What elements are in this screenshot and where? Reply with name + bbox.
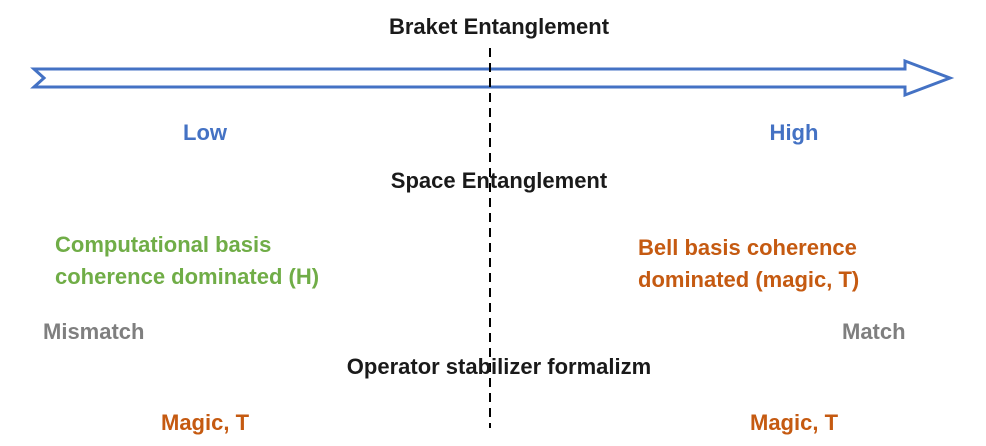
operator-stabilizer-heading: Operator stabilizer formalizm xyxy=(346,354,652,379)
match-label: Match xyxy=(842,319,906,344)
mismatch-label: Mismatch xyxy=(43,319,145,344)
space-entanglement-heading: Space Entanglement xyxy=(390,168,608,193)
low-to-high-arrow xyxy=(30,58,955,98)
computational-basis-line-1: Computational basis xyxy=(55,232,272,257)
braket-entanglement-title: Braket Entanglement xyxy=(388,14,610,39)
bell-basis-line-2: dominated (magic, T) xyxy=(638,267,860,292)
bell-basis-line-1: Bell basis coherence xyxy=(638,235,857,260)
bell-basis-description: Bell basis coherence dominated (magic, T… xyxy=(638,232,859,296)
right-magic-t-label: Magic, T xyxy=(749,410,839,435)
computational-basis-line-2: coherence dominated (H) xyxy=(55,264,320,289)
high-label: High xyxy=(769,120,819,145)
computational-basis-description: Computational basis coherence dominated … xyxy=(55,229,319,293)
low-label: Low xyxy=(183,120,227,145)
left-magic-t-label: Magic, T xyxy=(160,410,250,435)
